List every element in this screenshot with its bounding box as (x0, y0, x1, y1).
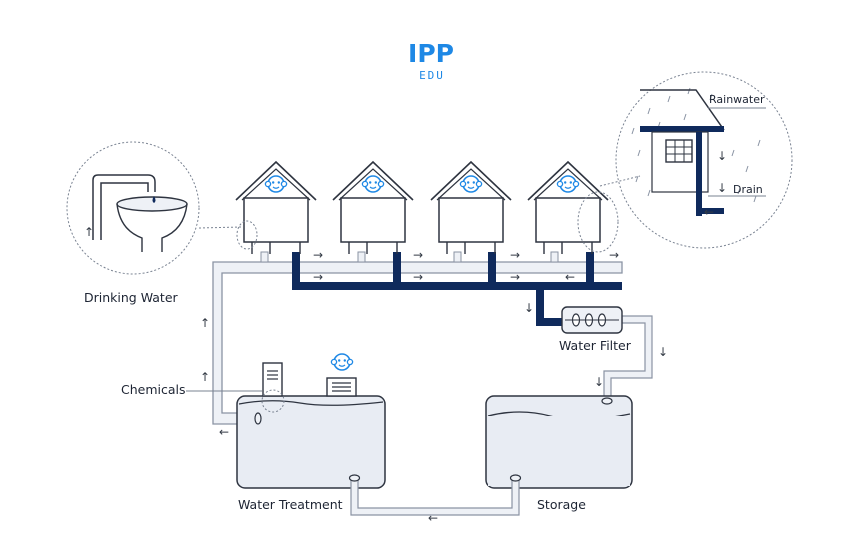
arrow-up: ↑ (200, 370, 210, 384)
logo-brand-text: IPP (408, 39, 454, 68)
house-3 (431, 162, 511, 254)
water-filter (561, 306, 653, 401)
arrow-down: ↓ (658, 345, 668, 359)
supply-pipe (212, 261, 623, 425)
chemicals-label: Chemicals (121, 382, 186, 397)
drain-label: Drain (733, 183, 763, 196)
arrow-down: ↓ (594, 375, 604, 389)
houses (236, 162, 608, 254)
house-4 (528, 162, 608, 254)
arrow-right: → (510, 248, 520, 262)
arrow-up: ↑ (200, 316, 210, 330)
arrow-right: → (609, 248, 619, 262)
labels: Drinking Water Chemicals Water Treatment… (84, 93, 765, 512)
water-treatment-tank (186, 353, 386, 489)
arrow-left: ← (219, 425, 229, 439)
water-treatment-label: Water Treatment (238, 497, 343, 512)
house-supply-connectors (260, 251, 559, 263)
arrow-left: ← (704, 205, 714, 219)
ipp-edu-logo: IPP EDU (408, 39, 454, 82)
storage-label: Storage (537, 497, 586, 512)
arrow-right: → (413, 248, 423, 262)
arrow-up: ↑ (84, 225, 94, 239)
pipe-flow-arrows: → → → → → → → ← ↓ ↓ ↓ ↑ ↑ ← ← (200, 248, 668, 525)
arrow-right: → (413, 270, 423, 284)
arrow-down: ↓ (717, 149, 727, 163)
rainwater-label: Rainwater (709, 93, 765, 106)
drinking-water-label: Drinking Water (84, 290, 179, 305)
logo-sub-text: EDU (419, 69, 445, 82)
arrow-down: ↓ (717, 181, 727, 195)
arrow-right: → (510, 270, 520, 284)
arrow-right: → (313, 248, 323, 262)
storage-tank (485, 395, 633, 489)
arrow-left: ← (565, 270, 575, 284)
house-1 (236, 162, 316, 254)
rainwater-callout: ↓ ↓ ← (577, 71, 793, 253)
return-pipe (254, 412, 522, 516)
house-2 (333, 162, 413, 254)
arrow-left: ← (428, 511, 438, 525)
arrow-right: → (313, 270, 323, 284)
water-filter-label: Water Filter (559, 338, 632, 353)
drain-pipe (292, 252, 622, 326)
arrow-down: ↓ (524, 301, 534, 315)
drinking-water-callout: ↑ (66, 141, 258, 275)
